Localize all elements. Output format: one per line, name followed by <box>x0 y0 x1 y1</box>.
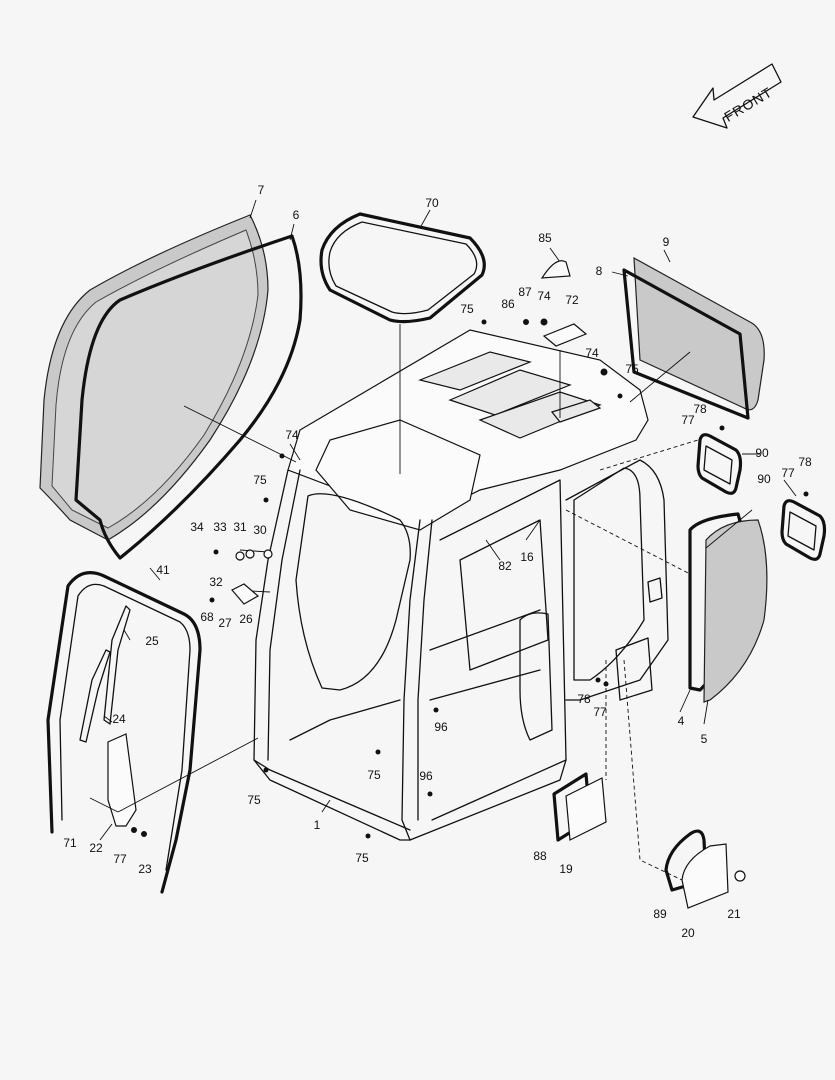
cover-knob <box>734 870 746 882</box>
wiper-blade <box>103 605 131 725</box>
cover-seal <box>664 829 708 892</box>
part-label: 90 <box>755 446 769 460</box>
small-window-90-lower <box>780 499 827 561</box>
part-label: 30 <box>253 523 267 537</box>
leader-lines <box>89 199 797 841</box>
windshield-seal <box>74 234 303 560</box>
part-label: 9 <box>663 235 670 249</box>
part-label: 16 <box>520 550 534 564</box>
part-label: 96 <box>419 769 433 783</box>
part-label: 77 <box>681 413 695 427</box>
part-label: 77 <box>593 705 607 719</box>
washer-30 <box>245 549 255 559</box>
part-label: 77 <box>781 466 795 480</box>
dashed-leader-window <box>599 439 699 471</box>
front-direction-arrow-icon: FRONT <box>692 63 782 129</box>
part-label: 75 <box>367 768 381 782</box>
part-label: 86 <box>501 297 515 311</box>
part-label: 27 <box>218 616 232 630</box>
door-glass-seal <box>46 571 202 894</box>
part-label: 70 <box>425 196 439 210</box>
roof-window-seal <box>319 212 486 324</box>
part-label: 74 <box>285 428 299 442</box>
part-label: 75 <box>253 473 267 487</box>
part-label: 68 <box>200 610 214 624</box>
part-label: 71 <box>63 836 77 850</box>
part-label: 7 <box>258 183 265 197</box>
part-label: 8 <box>596 264 603 278</box>
part-label: 26 <box>239 612 253 626</box>
part-label: 74 <box>537 289 551 303</box>
door-glass-seal-inner <box>59 583 191 871</box>
part-label: 75 <box>625 362 639 376</box>
part-label: 41 <box>156 563 170 577</box>
part-label: 90 <box>757 472 771 486</box>
air-intake-cover <box>681 843 729 909</box>
part-label: 82 <box>498 559 512 573</box>
small-window-90-upper <box>696 433 743 495</box>
rear-window-seal <box>622 268 750 420</box>
part-label: 87 <box>518 285 532 299</box>
part-label: 75 <box>247 793 261 807</box>
part-label: 34 <box>190 520 204 534</box>
part-label: 85 <box>538 231 552 245</box>
part-label: 32 <box>209 575 223 589</box>
part-label: 5 <box>701 732 708 746</box>
part-label: 77 <box>113 852 127 866</box>
washer-31 <box>235 551 245 561</box>
air-filter <box>565 777 607 841</box>
part-label: 78 <box>798 455 812 469</box>
dashed-leader-side <box>565 509 691 575</box>
part-label: 1 <box>314 818 321 832</box>
roof-plate <box>542 323 588 347</box>
part-label: 19 <box>559 862 573 876</box>
hinge-bracket-26 <box>231 583 260 605</box>
part-label: 22 <box>89 841 103 855</box>
wiper-arm <box>79 649 111 743</box>
part-label: 75 <box>460 302 474 316</box>
dashed-leader-cover <box>623 659 683 881</box>
wiper-motor <box>107 733 137 827</box>
part-label: 78 <box>693 402 707 416</box>
part-label: 31 <box>233 520 247 534</box>
part-label: 78 <box>577 692 591 706</box>
part-label: 89 <box>653 907 667 921</box>
part-label: 4 <box>678 714 685 728</box>
part-label: 23 <box>138 862 152 876</box>
part-label: 75 <box>355 851 369 865</box>
part-label: 74 <box>585 346 599 360</box>
part-label: 25 <box>145 634 159 648</box>
fasteners <box>131 318 809 839</box>
part-label: 33 <box>213 520 227 534</box>
part-label: 6 <box>293 208 300 222</box>
part-label: 72 <box>565 293 579 307</box>
washer-74 <box>263 549 273 559</box>
part-label: 88 <box>533 849 547 863</box>
part-label: 24 <box>112 712 126 726</box>
side-window-glass <box>703 519 768 703</box>
cab-frame <box>253 329 669 841</box>
roof-window-seal-inner <box>328 221 478 315</box>
front-windshield-glass <box>39 214 269 541</box>
antenna-bracket <box>540 260 571 279</box>
part-labels: 7 6 70 85 9 8 87 74 72 86 75 74 75 78 77… <box>63 183 812 940</box>
part-label: 20 <box>681 926 695 940</box>
part-label: 96 <box>434 720 448 734</box>
part-label: 21 <box>727 907 741 921</box>
